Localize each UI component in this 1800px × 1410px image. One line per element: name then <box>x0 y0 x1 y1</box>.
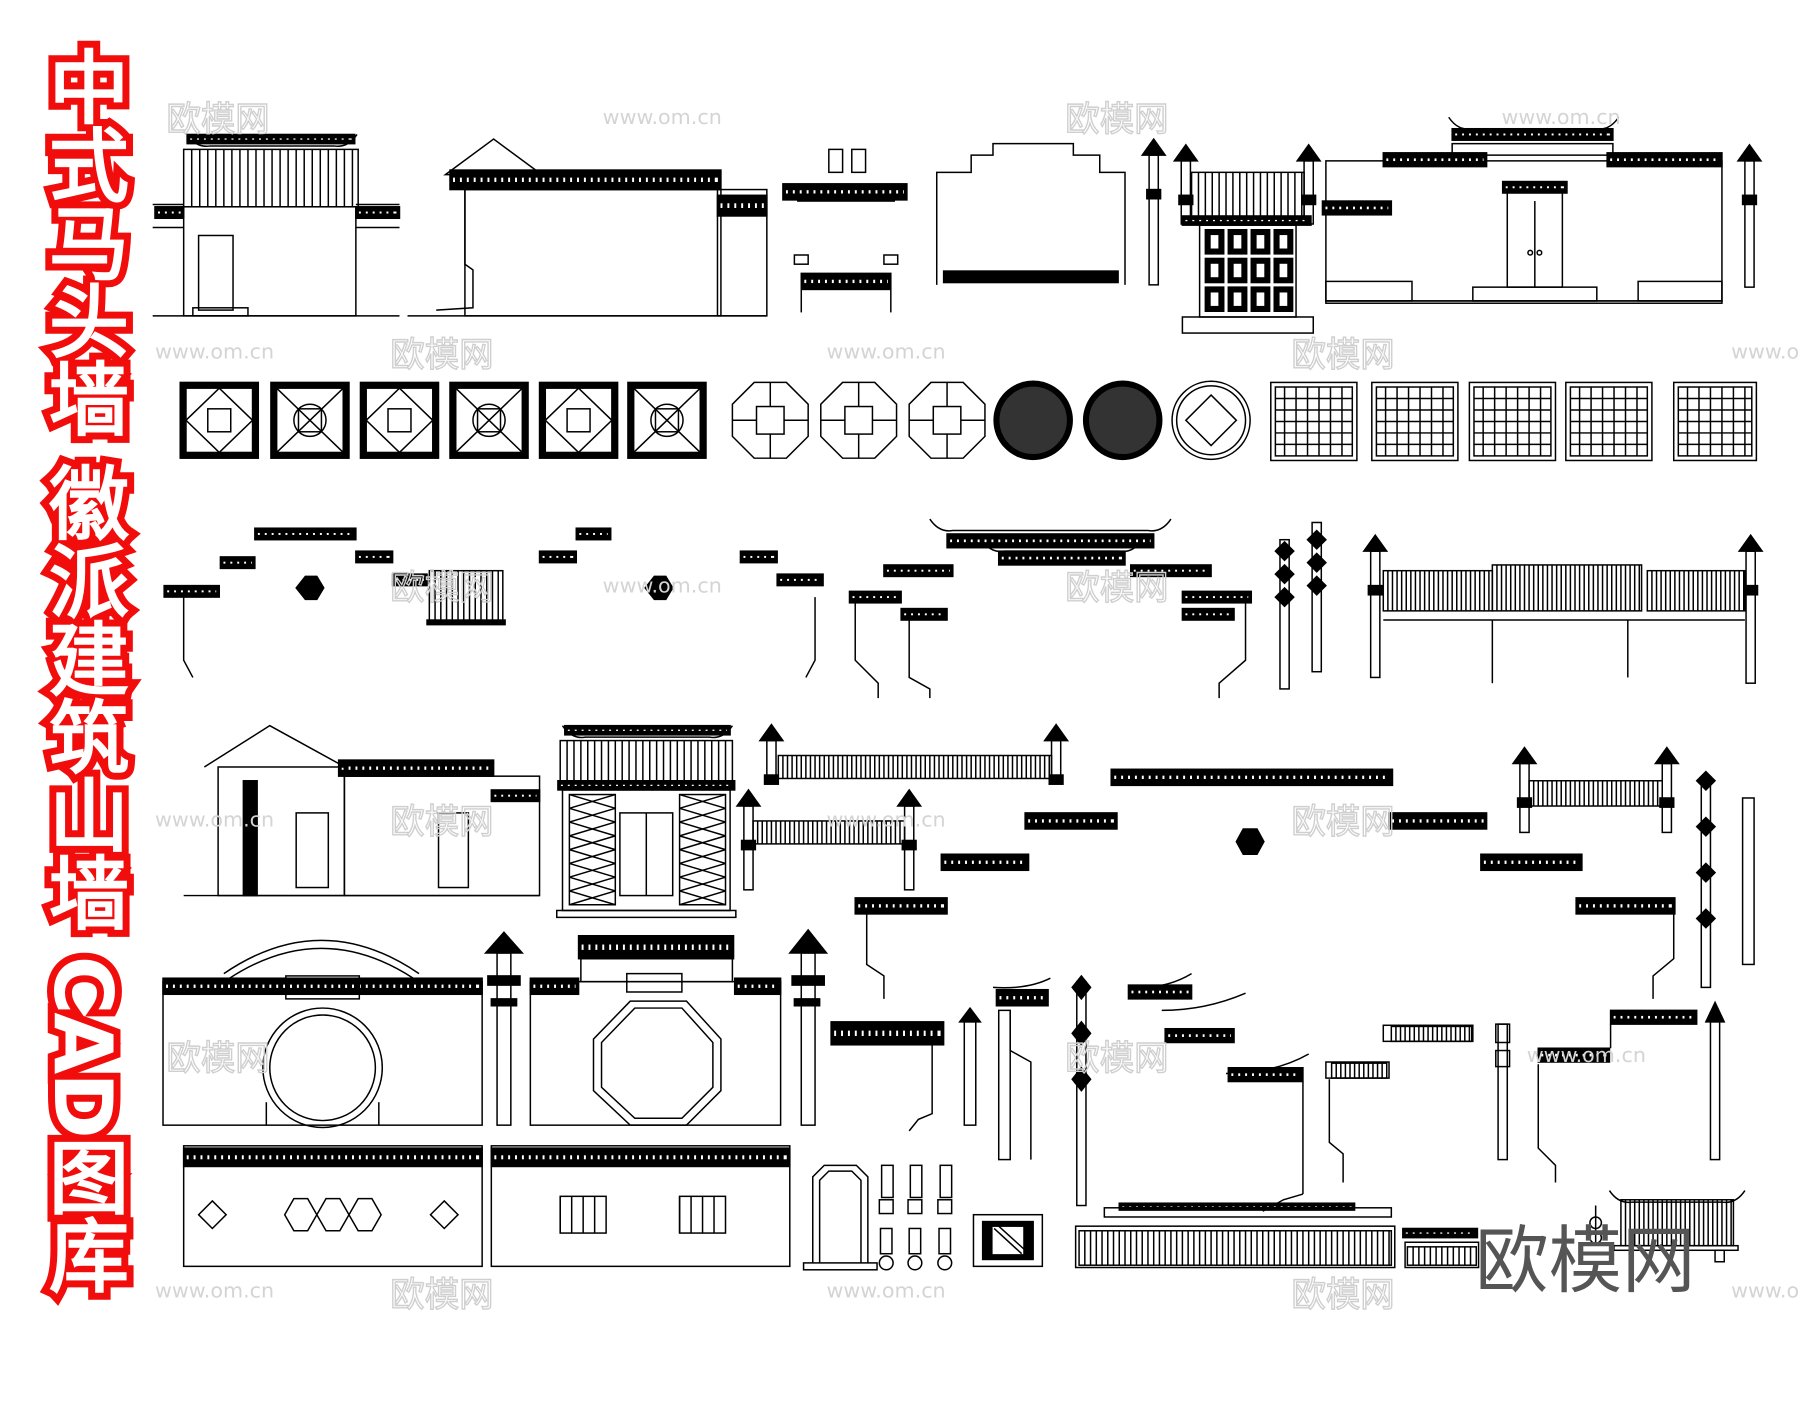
watermark-brand: 欧模网 <box>166 100 269 140</box>
watermark-brand: 欧模网 <box>390 1276 493 1316</box>
watermark-url: www.om.cn <box>603 105 722 129</box>
catalog-title: 中式马头墙 徽派建筑山墙 CAD图库 <box>29 39 136 1300</box>
watermark-brand: 欧模网 <box>1065 568 1168 608</box>
lantern-column <box>483 931 524 1126</box>
lattice-window-grille <box>1672 381 1758 462</box>
lattice-window-grille <box>1565 381 1653 462</box>
moon-gate-wall <box>162 939 483 1129</box>
watermark-brand: 欧模网 <box>1291 1276 1394 1316</box>
watermark-url: www.om.cn <box>827 339 946 363</box>
octagon-gate-wall <box>529 934 782 1126</box>
lattice-window-grille <box>1270 381 1358 462</box>
watermark-brand: 欧模网 <box>1065 100 1168 140</box>
lattice-window-square <box>627 381 707 459</box>
lattice-window-square <box>359 381 440 459</box>
small-roof-components <box>782 148 908 313</box>
lattice-window-square <box>179 381 260 459</box>
large-stepped-gable-wall <box>854 768 1676 999</box>
lantern-column <box>788 928 829 1126</box>
small-ornaments <box>878 1164 953 1271</box>
lattice-window-octagon <box>820 381 898 459</box>
lattice-window-square <box>270 381 350 459</box>
watermark-brand: 欧模网 <box>166 1039 269 1079</box>
watermark-url: www.om.cn <box>827 808 946 832</box>
watermark-url: www.om.cn <box>1731 1278 1800 1302</box>
watermark-layer: 欧模网欧模网欧模网欧模网欧模网欧模网欧模网欧模网欧模网欧模网欧模网欧模网www.… <box>155 99 1800 1316</box>
lattice-window-round-dense <box>993 380 1073 461</box>
eave-fragments <box>830 972 1726 1212</box>
gate-with-doors <box>1172 143 1322 334</box>
gate-lattice-front <box>556 724 737 919</box>
stepped-gable-wall <box>935 142 1126 285</box>
columns-pair <box>1695 770 1755 989</box>
column <box>1736 143 1763 288</box>
watermark-url: www.om.cn <box>1731 339 1800 363</box>
lattice-window-octagon <box>908 381 986 459</box>
horse-head-stepped-wall <box>163 527 824 678</box>
watermark-brand: 欧模网 <box>1291 335 1394 375</box>
carved-square-panel <box>972 1213 1044 1268</box>
lattice-window-grille <box>1468 381 1557 462</box>
brand-logo: 欧模网 <box>1475 1219 1695 1304</box>
tiered-eaves-wall <box>848 518 1253 699</box>
lattice-window-octagon <box>731 381 809 459</box>
watermark-url: www.om.cn <box>155 808 274 832</box>
watermark-url: www.om.cn <box>603 574 722 598</box>
long-tiled-wall-cap <box>1074 1202 1396 1269</box>
gate-wall-elevation <box>152 133 401 317</box>
tiled-roof-segment <box>1608 1190 1746 1263</box>
watermark-brand: 欧模网 <box>1065 1039 1168 1079</box>
balustrade-fences <box>735 723 1070 891</box>
watermark-brand: 欧模网 <box>390 568 493 608</box>
lattice-window-square <box>538 381 619 459</box>
column <box>1140 137 1167 286</box>
watermark-url: www.om.cn <box>155 339 274 363</box>
watermark-url: www.om.cn <box>155 1278 274 1302</box>
long-tiled-fence <box>1362 533 1764 684</box>
side-gable-house <box>183 724 541 897</box>
watermark-url: www.om.cn <box>827 1278 946 1302</box>
ornamental-wall-panel <box>182 1145 483 1268</box>
lattice-window-round-dense <box>1082 380 1163 461</box>
cad-elements <box>152 116 1764 1271</box>
lattice-window-grille <box>1371 381 1459 462</box>
columns-pair <box>1274 521 1327 690</box>
lattice-window-coin <box>1171 380 1251 461</box>
watermark-url: www.om.cn <box>1502 105 1621 129</box>
gable-house-elevation <box>407 138 768 317</box>
arched-doorway <box>802 1164 878 1271</box>
watermark-url: www.om.cn <box>1527 1043 1646 1067</box>
watermark-brand: 欧模网 <box>1291 803 1394 843</box>
courtyard-wall-with-gate <box>1321 116 1723 304</box>
watermark-brand: 欧模网 <box>390 335 493 375</box>
watermark-brand: 欧模网 <box>390 803 493 843</box>
small-cap-pieces <box>1402 1205 1603 1269</box>
lattice-window-square <box>449 381 529 459</box>
small-fence-panel <box>1511 746 1680 834</box>
ornamental-wall-panel <box>490 1145 791 1268</box>
